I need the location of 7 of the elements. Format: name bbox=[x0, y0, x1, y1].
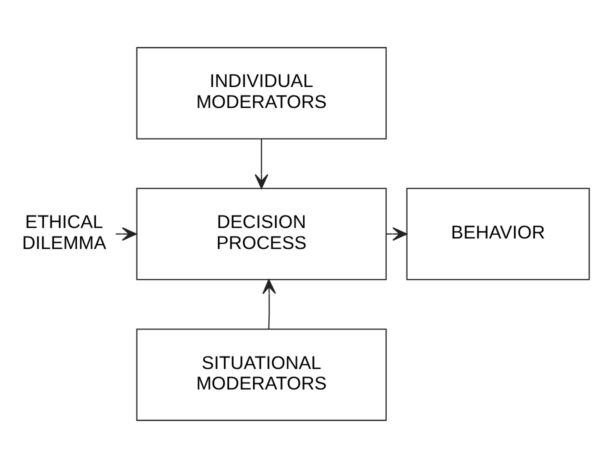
node-box: DECISION PROCESS bbox=[136, 187, 387, 280]
arrow bbox=[254, 138, 268, 188]
node-box: INDIVIDUAL MODERATORS bbox=[136, 46, 387, 139]
node-box: SITUATIONAL MODERATORS bbox=[136, 328, 387, 420]
node-text: ETHICAL DILEMMA bbox=[22, 210, 106, 252]
arrow bbox=[262, 278, 276, 329]
node-box: BEHAVIOR bbox=[406, 187, 590, 280]
